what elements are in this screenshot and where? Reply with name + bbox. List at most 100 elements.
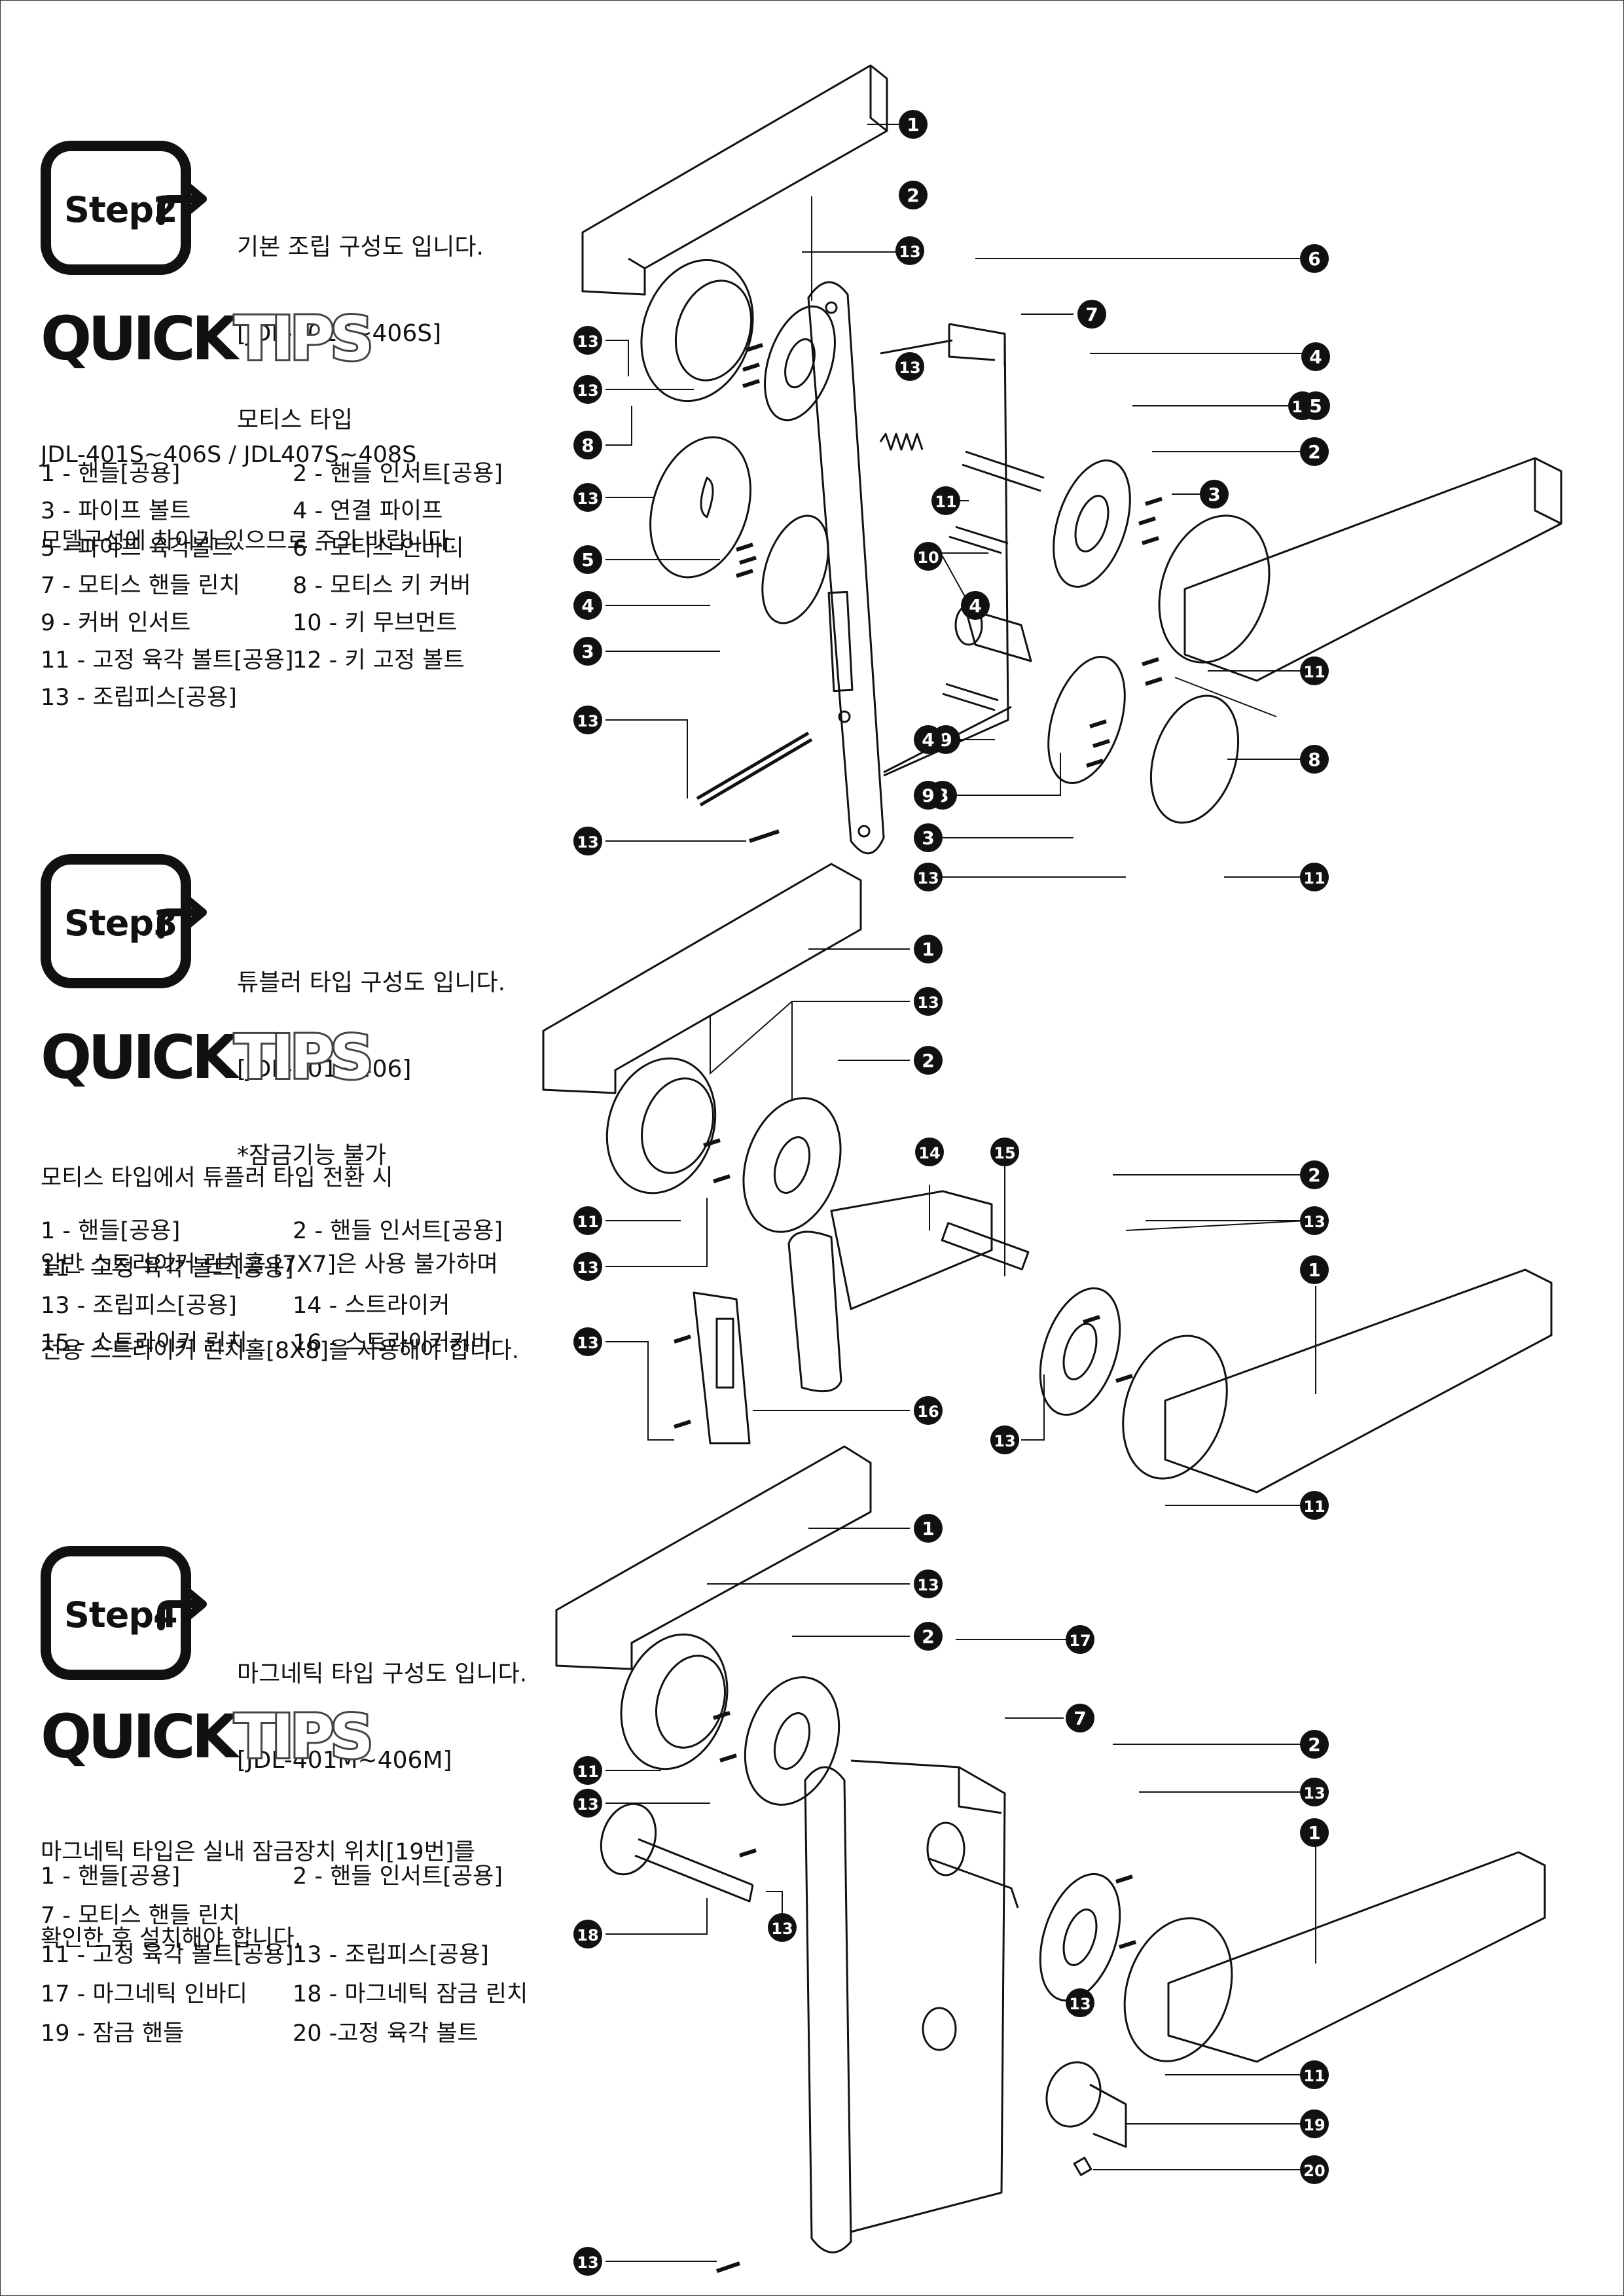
callout-circle xyxy=(1077,300,1106,329)
callout-label: 9 xyxy=(939,729,952,751)
lock-handle xyxy=(1045,2061,1102,2128)
callout-label: 13 xyxy=(577,1795,598,1814)
part-item: 18 - 마그네틱 잠금 린치 xyxy=(293,1981,528,2007)
part-item: 20 -고정 육각 볼트 xyxy=(293,2020,478,2047)
step2-desc-line: [JDL-401S~406S] xyxy=(237,320,442,347)
callout-circle xyxy=(914,1046,943,1075)
callout-circle xyxy=(1301,342,1330,371)
step3-desc-line: *잠금기능 불가 xyxy=(237,1142,387,1169)
handle-lever-right-s3 xyxy=(1164,1268,1553,1494)
tips-text: TIPS xyxy=(232,304,376,374)
callout-label: 8 xyxy=(581,435,594,456)
callout-circle xyxy=(914,1570,943,1598)
step2-quick-tips-logo: QUICKTIPS xyxy=(41,307,376,371)
callout-circle xyxy=(1200,480,1229,509)
callout-circle xyxy=(1066,1704,1094,1732)
callout-number: 9 xyxy=(914,781,943,810)
callout-number: 20 xyxy=(1300,2155,1329,2184)
key-cover xyxy=(1149,694,1240,824)
part-item: 4 - 연결 파이프 xyxy=(293,498,443,524)
callout-number: 11 xyxy=(1300,1491,1329,1520)
callout-number: 5 xyxy=(573,545,602,574)
callout-number: 13 xyxy=(895,352,924,381)
callout-number: 11 xyxy=(1300,2060,1329,2089)
callout-circle xyxy=(573,637,602,666)
callout-circle xyxy=(1300,1778,1329,1806)
handle-insert xyxy=(764,305,836,422)
callout-circle xyxy=(573,591,602,620)
callout-label: 1 xyxy=(922,1518,934,1539)
callout-number: 13 xyxy=(914,1570,943,1598)
callout-number: 2 xyxy=(899,181,928,209)
callout-circle xyxy=(573,1327,602,1356)
callout-label: 11 xyxy=(1303,2067,1325,2085)
callout-label: 3 xyxy=(1208,484,1220,505)
step4-notes: 마그네틱 타입은 실내 잠금장치 위치[19번]를 확인한 후 설치해야 합니다… xyxy=(41,1780,475,1982)
cover-ring xyxy=(649,436,751,579)
handle-rose xyxy=(640,259,754,403)
handle-insert-right xyxy=(1053,459,1131,588)
callout-circle xyxy=(573,827,602,855)
callout-label: 2 xyxy=(1308,1164,1320,1186)
callout-number: 10 xyxy=(914,542,943,571)
part-item: 13 - 조립피스[공용] xyxy=(293,1942,489,1968)
callout-number: 8 xyxy=(573,431,602,459)
callout-label: 11 xyxy=(577,1763,598,1781)
callout-number: 13 xyxy=(573,375,602,404)
callout-circle xyxy=(990,1138,1019,1166)
step3-desc-line: [JDL-401~406] xyxy=(237,1056,412,1083)
callout-number: 13 xyxy=(573,1327,602,1356)
part-item: 5 - 파이프 육각볼트 xyxy=(41,535,233,562)
arrow-right-icon xyxy=(157,895,207,939)
callout-label: 2 xyxy=(1308,1734,1320,1755)
callout-label: 9 xyxy=(922,785,934,806)
key-cylinder xyxy=(964,607,1032,662)
callout-circle xyxy=(914,781,943,810)
step4-quick-tips-logo: QUICKTIPS xyxy=(41,1705,376,1769)
callout-number: 13 xyxy=(1300,1778,1329,1806)
screw-set xyxy=(736,343,1163,843)
callout-label: 1 xyxy=(1308,1822,1320,1844)
step4-desc-line: 마그네틱 타입 구성도 입니다. xyxy=(237,1660,528,1687)
callout-circle xyxy=(895,236,924,265)
part-item: 10 - 키 무브먼트 xyxy=(293,610,458,636)
part-item: 7 - 모티스 핸들 린치 xyxy=(41,573,240,599)
callout-label: 5 xyxy=(581,549,594,571)
callout-circle xyxy=(961,591,990,620)
callout-number: 1 xyxy=(914,935,943,963)
callout-label: 13 xyxy=(1069,1995,1091,2013)
callout-label: 2 xyxy=(1308,441,1320,463)
step3-notes: 모티스 타입에서 튜플러 타입 전환 시 일반 스트라이커 린치홀 [7X7]은… xyxy=(41,1106,519,1394)
part-item: 7 - 모티스 핸들 린치 xyxy=(41,1903,240,1929)
callout-label: 1 xyxy=(907,114,919,135)
callout-label: 13 xyxy=(899,359,920,377)
callout-label: 20 xyxy=(1303,2162,1325,2180)
callout-number: 13 xyxy=(573,326,602,355)
part-item: 6 - 모티스 인바디 xyxy=(293,535,464,562)
callout-circle xyxy=(1300,2060,1329,2089)
step4-description: 마그네틱 타입 구성도 입니다. [JDL-401M~406M] xyxy=(237,1602,527,1804)
callout-number: 8 xyxy=(1300,745,1329,774)
callout-circle xyxy=(573,1206,602,1235)
callout-number: 4 xyxy=(914,725,943,754)
callout-number: 13 xyxy=(990,1426,1019,1454)
callout-number: 13 xyxy=(895,236,924,265)
step2-desc-line: 기본 조립 구성도 입니다. xyxy=(237,234,484,260)
callout-number: 17 xyxy=(1066,1625,1094,1654)
callout-label: 5 xyxy=(1309,395,1322,417)
note-line: 모델구성에 차이가 있으므로 주의 바랍니다. xyxy=(41,528,457,554)
callout-circle xyxy=(1300,863,1329,891)
callout-label: 3 xyxy=(922,827,934,849)
callout-label: 18 xyxy=(577,1926,598,1945)
striker-s3 xyxy=(830,1190,993,1310)
callout-circle xyxy=(1300,1491,1329,1520)
callout-label: 2 xyxy=(922,1626,934,1647)
callout-number: 13 xyxy=(573,827,602,855)
callout-circle xyxy=(1300,244,1329,273)
callout-label: 14 xyxy=(918,1144,940,1162)
callout-circle xyxy=(1301,391,1330,420)
mortise-faceplate xyxy=(807,281,885,855)
part-item: 2 - 핸들 인서트[공용] xyxy=(293,1863,503,1890)
callout-circle xyxy=(1300,1206,1329,1235)
